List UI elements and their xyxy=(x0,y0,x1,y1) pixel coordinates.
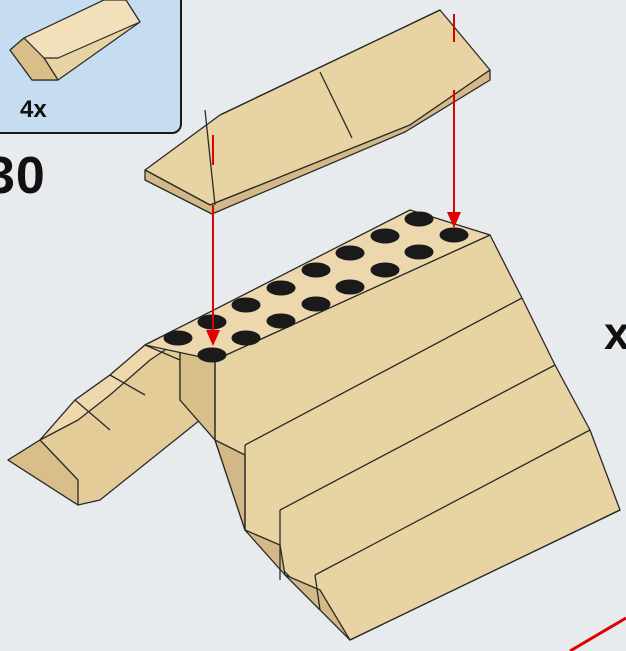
slope-brick-1x4-tan-icon xyxy=(10,0,140,80)
parts-count-label: 4x xyxy=(20,96,47,124)
step-number: 30 xyxy=(0,146,46,206)
top-slope-brick xyxy=(145,10,490,214)
multiplier-mark: x xyxy=(604,306,626,360)
